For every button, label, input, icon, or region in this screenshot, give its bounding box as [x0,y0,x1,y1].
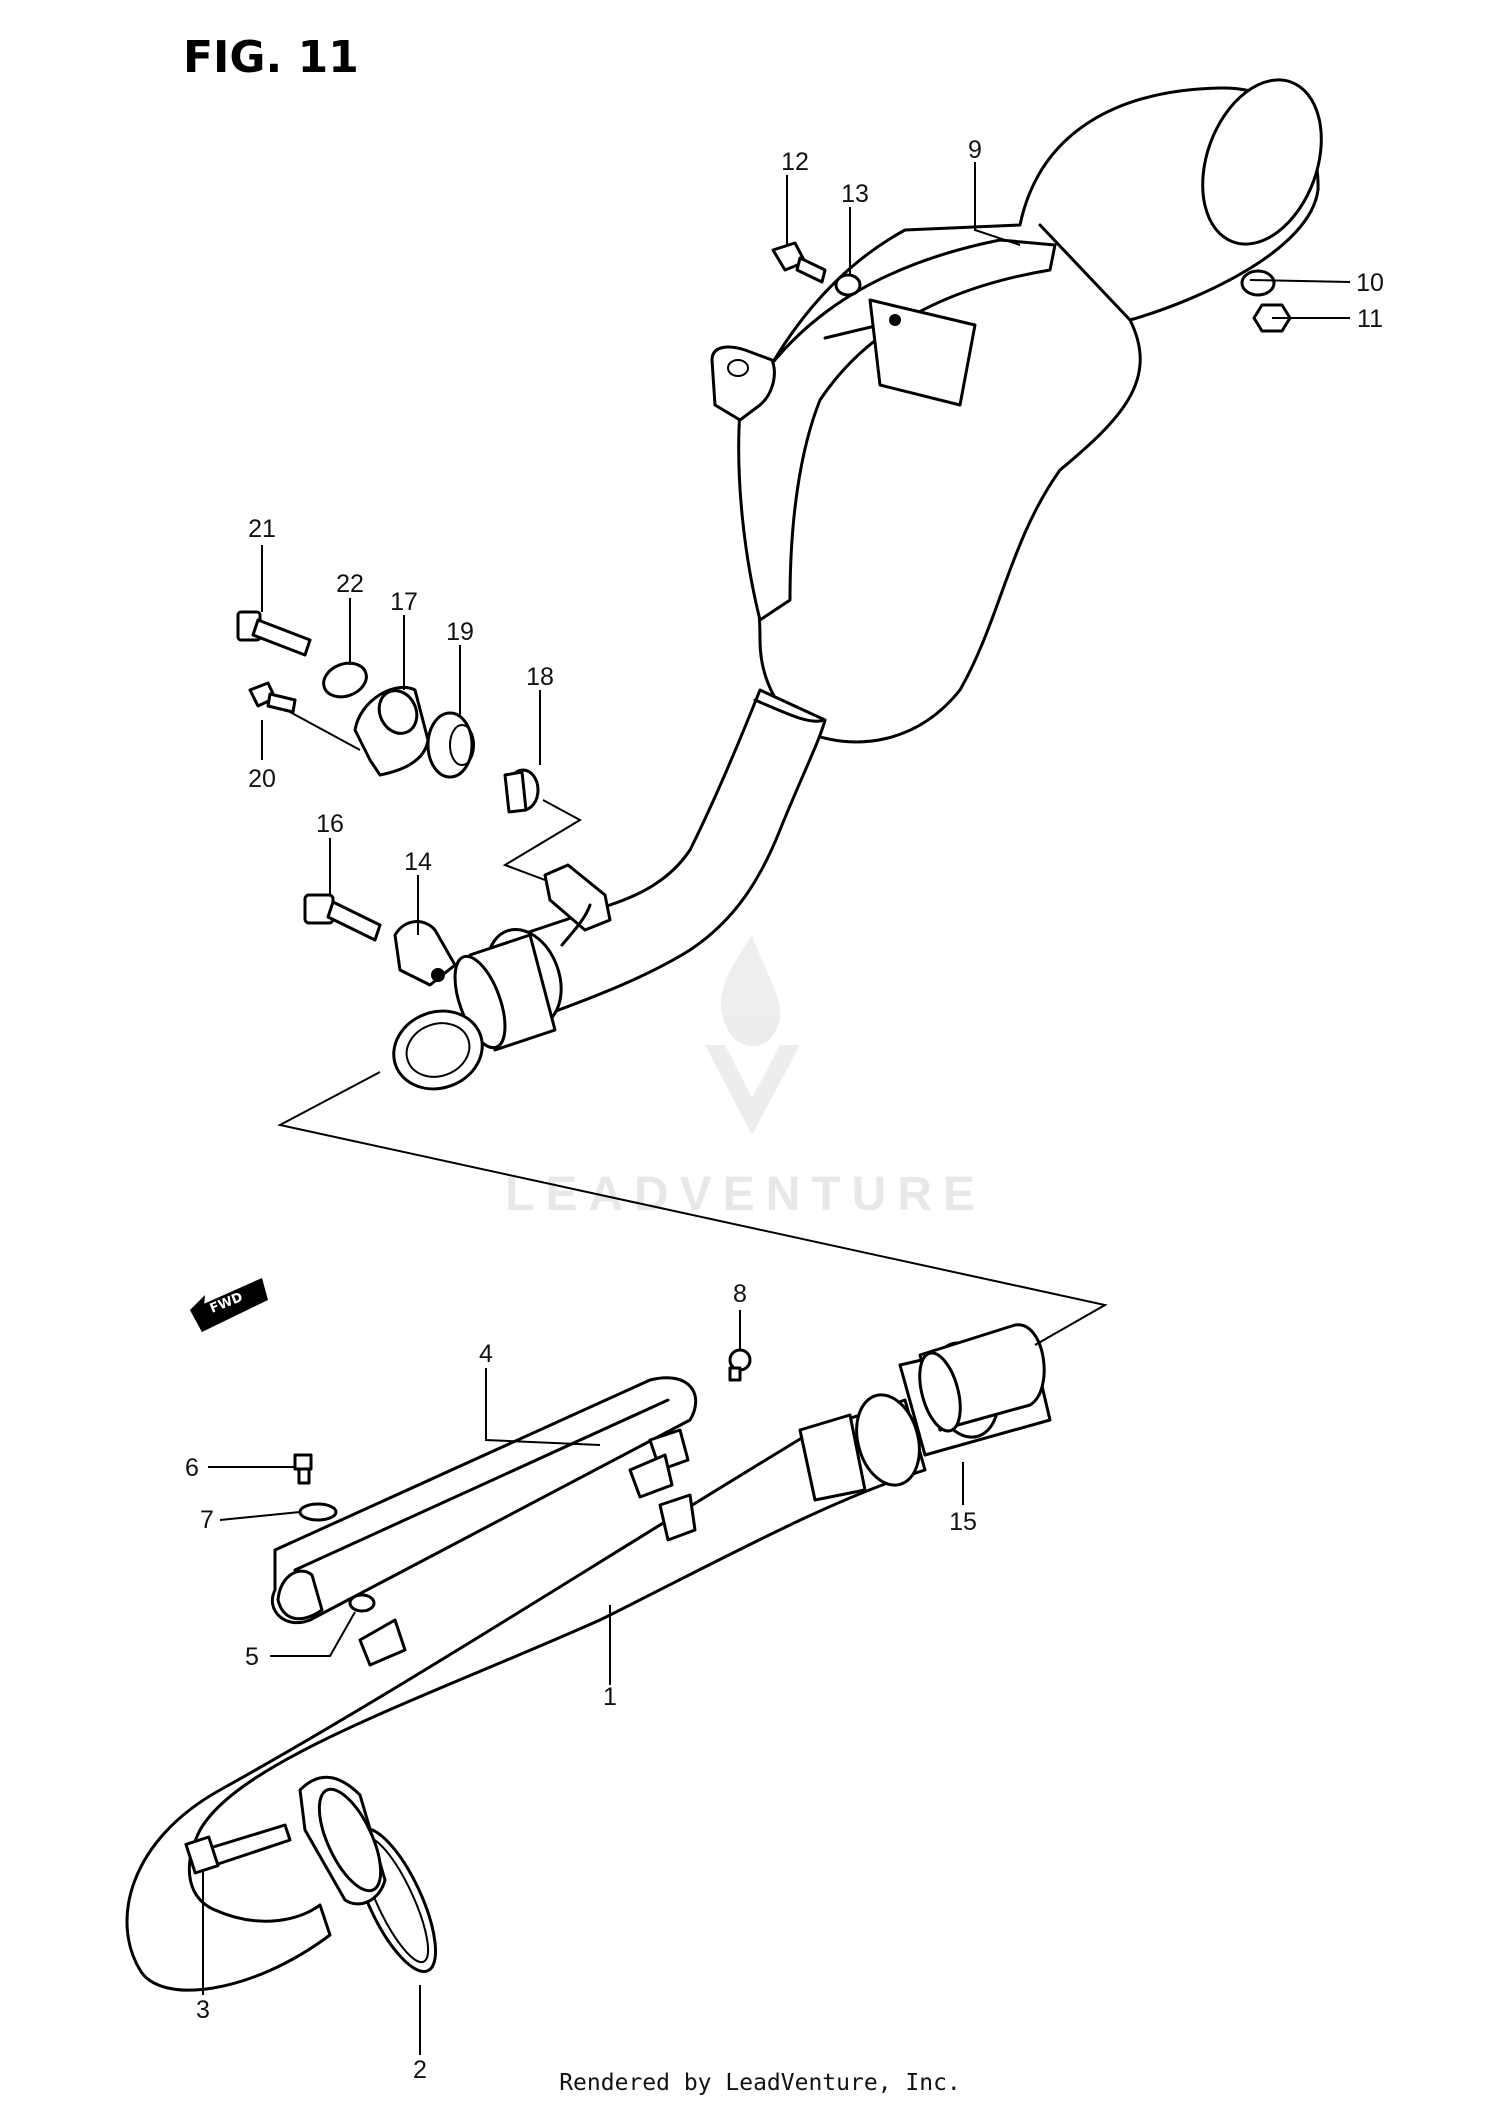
watermark-text: LEADVENTURE [505,1168,986,1221]
callout-7: 7 [200,1506,214,1534]
part-22-washer[interactable] [319,657,371,702]
callout-2: 2 [413,2056,427,2084]
callout-5: 5 [245,1643,259,1671]
part-7-washer[interactable] [298,1502,338,1522]
callout-1: 1 [603,1683,617,1711]
exhaust-flange[interactable] [298,1775,393,1906]
part-5-washer[interactable] [348,1593,376,1613]
part-20-bolt[interactable] [248,681,297,714]
callout-21: 21 [248,515,276,543]
callout-15: 15 [949,1508,977,1536]
callout-13: 13 [841,180,869,208]
part-15-gasket[interactable] [912,1323,1046,1436]
fwd-arrow-icon: FWD [190,1278,268,1332]
callout-18: 18 [526,663,554,691]
figure-title: FIG. 11 [183,32,359,83]
leadventure-watermark: LEADVENTURE [505,935,986,1221]
part-16-bolt[interactable] [303,893,382,942]
link-pipe[interactable] [445,688,827,1054]
callout-3: 3 [196,1996,210,2024]
callout-9: 9 [968,136,982,164]
part-13-washer[interactable] [834,273,862,297]
part-19-grommet[interactable] [426,711,475,779]
callout-6: 6 [185,1454,199,1482]
part-6-bolt[interactable] [293,1453,313,1485]
part-12-bolt[interactable] [771,241,827,284]
callout-16: 16 [316,810,344,838]
callout-20: 20 [248,765,276,793]
callout-12: 12 [781,148,809,176]
callout-11: 11 [1357,305,1383,333]
heat-shield-clamp-lower[interactable] [358,1618,407,1667]
callout-labels: 1 2 3 4 5 6 7 8 9 10 11 12 13 14 15 16 1… [185,136,1384,2084]
callout-4: 4 [479,1340,493,1368]
callout-19: 19 [446,618,474,646]
heat-shield-clamp-upper[interactable] [628,1428,697,1542]
callout-17: 17 [390,588,418,616]
part-9-muffler[interactable] [710,63,1343,744]
part-8-bolt[interactable] [728,1348,752,1382]
leader-lines [202,162,1021,2055]
part-3-stud-bolt[interactable] [184,1823,292,1875]
part-17-bracket[interactable] [353,684,430,777]
part-4-heat-shield[interactable] [271,1376,698,1625]
assembly-lines [277,279,1351,1346]
callout-8: 8 [733,1280,747,1308]
callout-10: 10 [1356,269,1384,297]
part-18-collar[interactable] [503,768,540,814]
part-10-washer[interactable] [1240,269,1276,297]
part-21-bolt[interactable] [236,610,312,657]
footer-credit: Rendered by LeadVenture, Inc. [559,2070,961,2096]
part-14-clamp[interactable] [383,920,494,1102]
callout-22: 22 [336,570,364,598]
callout-14: 14 [404,848,432,876]
